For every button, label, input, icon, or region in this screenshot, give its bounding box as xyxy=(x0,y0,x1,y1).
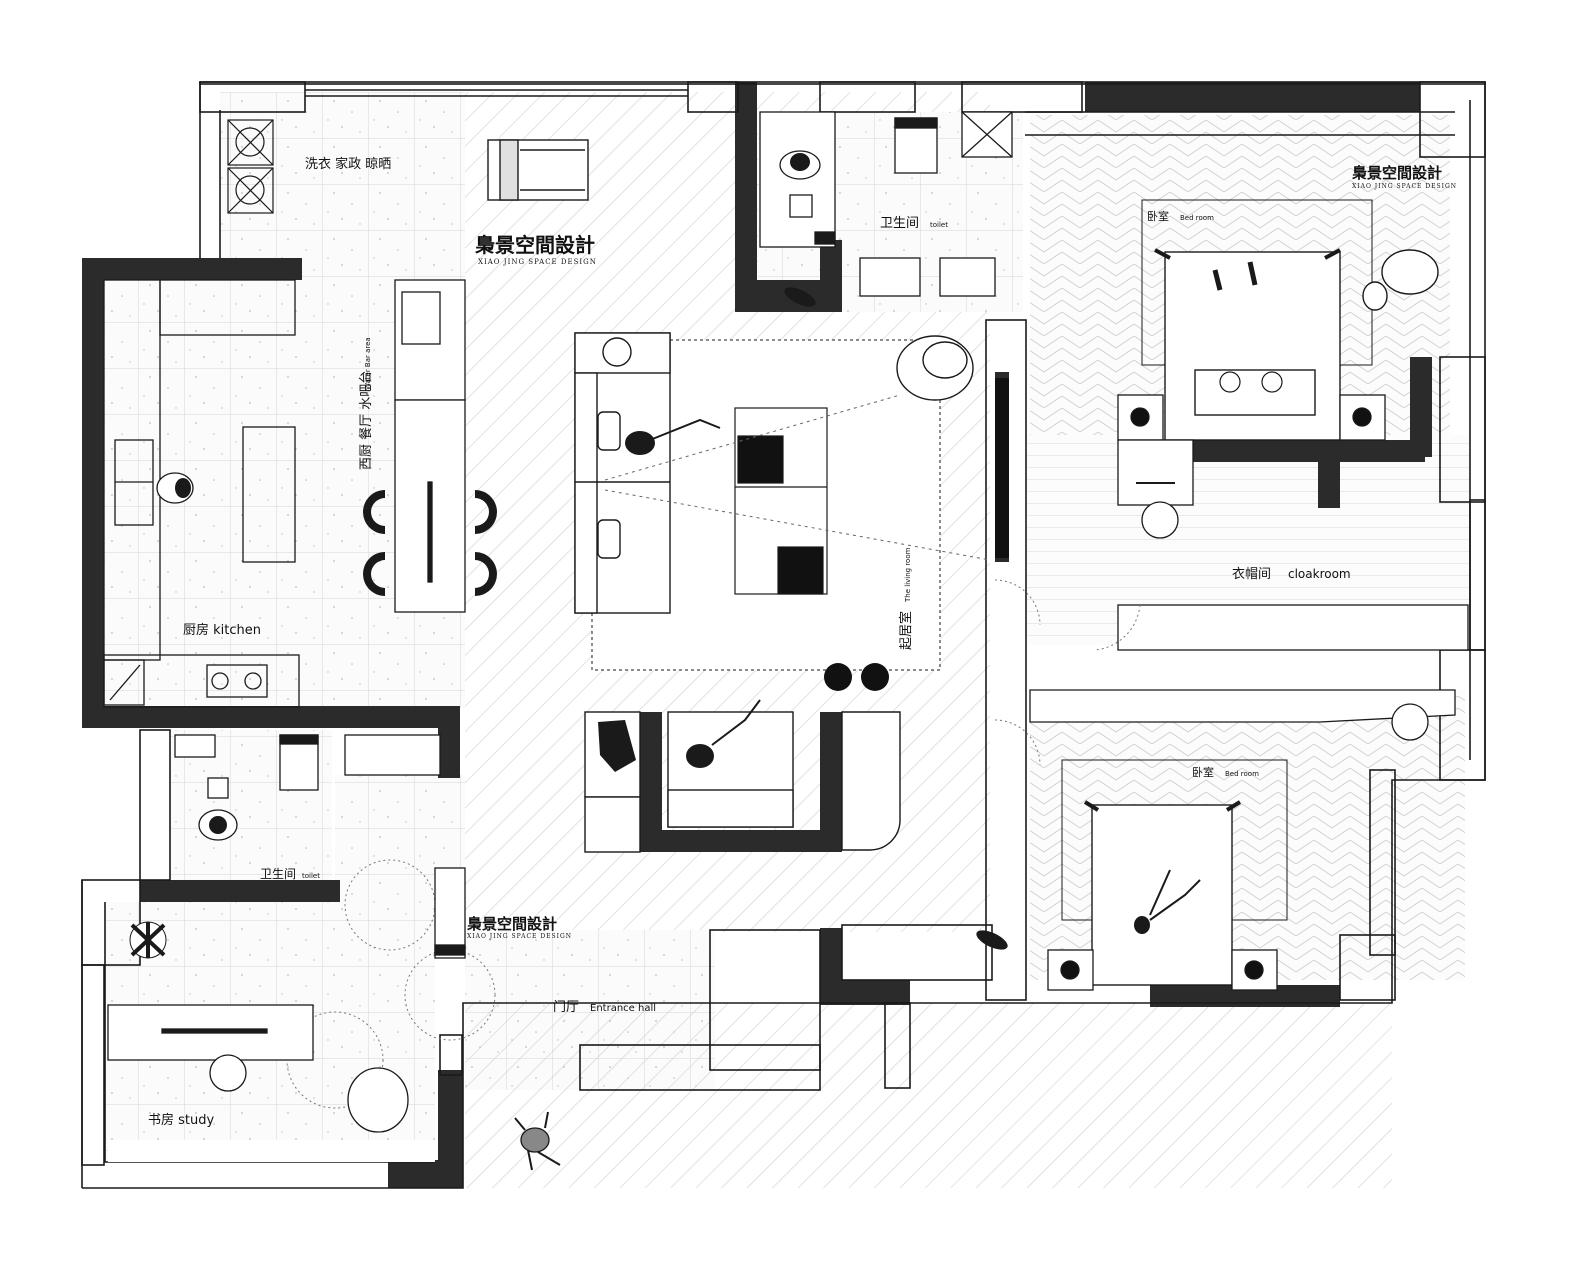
living-label: 起居室 xyxy=(898,611,914,650)
nightstands-1 xyxy=(1117,394,1386,441)
brand-sub-topright: XIAO JING SPACE DESIGN xyxy=(1352,183,1457,190)
study-furniture xyxy=(107,1004,435,1162)
kitchen-counters xyxy=(103,279,300,708)
washing-machines xyxy=(227,119,274,214)
entrance-label-en: Entrance hall xyxy=(590,1003,656,1014)
entrance-doors xyxy=(286,579,1141,1109)
tv-wall xyxy=(995,378,1009,558)
plant-icon xyxy=(598,720,636,772)
person-walking-icon xyxy=(514,1111,561,1171)
person-sleeping-icon xyxy=(1134,869,1201,934)
entrance-label: 门厅 xyxy=(553,1000,579,1015)
kitchen-floor xyxy=(102,280,302,708)
person-toilet-icon xyxy=(198,809,238,841)
cloakroom-label-en: cloakroom xyxy=(1288,567,1351,581)
people-in-bed-icon xyxy=(1212,261,1283,393)
toilet-top-label-en: toilet xyxy=(930,221,948,229)
person-cooking-icon xyxy=(156,472,194,504)
nightstands-2 xyxy=(1047,949,1278,991)
brand-sub-center: XIAO JING SPACE DESIGN xyxy=(478,258,597,266)
floor-lamp-icon xyxy=(784,287,1008,950)
living-label-en: The living room xyxy=(904,547,912,603)
cloakroom-fixtures xyxy=(1117,439,1469,651)
brand-logo-center: 梟景空間設計 xyxy=(474,233,595,257)
armchair xyxy=(896,335,974,401)
brand-logo-topright: 梟景空間設計 xyxy=(1351,164,1442,182)
plant-study-icon xyxy=(129,921,167,959)
coffee-table xyxy=(734,407,828,595)
toilet-bottom-label-en: toilet xyxy=(302,872,320,880)
sight-lines xyxy=(604,394,991,561)
kitchen-label: 厨房 kitchen xyxy=(183,622,261,638)
laundry-label: 洗衣 家政 晾晒 xyxy=(305,156,391,172)
stools xyxy=(824,663,889,691)
brand-logo-bottom: 梟景空間設計 xyxy=(466,915,557,933)
dining-label: 西厨 餐厅 水吧台 xyxy=(358,371,374,470)
dining-chairs xyxy=(363,490,497,596)
sofa xyxy=(574,332,671,614)
terrace-hatch xyxy=(465,1003,1392,1188)
bedroom2-label-en: Bed room xyxy=(1225,770,1259,778)
wall-outlines xyxy=(81,81,1486,1189)
entrance-cabinets xyxy=(434,867,466,959)
toilet-bottom-label: 卫生间 xyxy=(260,867,296,881)
laundry-floor xyxy=(220,92,465,272)
bar-counter xyxy=(394,279,466,613)
dining-label-en: Water Bar area xyxy=(364,337,372,390)
bedroom1-label-en: Bed room xyxy=(1180,214,1214,222)
study-label: 书房 study xyxy=(148,1112,214,1128)
person-reading-icon xyxy=(686,699,761,768)
brand-sub-bottom: XIAO JING SPACE DESIGN xyxy=(467,933,572,940)
bed-1 xyxy=(1154,248,1341,441)
bedroom1-chair xyxy=(1362,249,1439,311)
toilet-bottom-fixtures xyxy=(174,734,441,799)
bedroom1-label: 卧室 xyxy=(1147,209,1169,223)
bedroom2-label: 卧室 xyxy=(1192,765,1214,779)
cloakroom-label: 衣帽间 xyxy=(1232,566,1271,582)
person-shower-icon xyxy=(779,150,821,180)
bedroom2-desk xyxy=(1029,689,1456,741)
bed-2 xyxy=(1083,800,1242,986)
person-on-sofa-icon xyxy=(625,418,721,455)
lounge-chair xyxy=(487,139,589,201)
toilet-top-label: 卫生间 xyxy=(880,216,919,231)
